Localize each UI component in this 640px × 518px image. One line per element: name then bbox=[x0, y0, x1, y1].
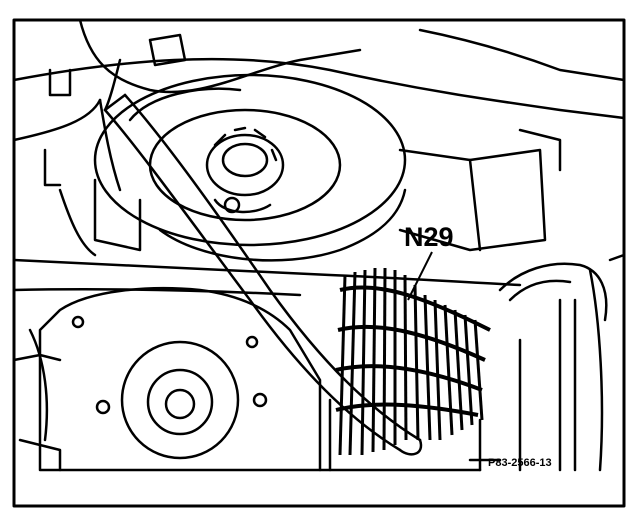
lower-cover-plate bbox=[18, 286, 322, 472]
callout-label-n29: N29 bbox=[404, 222, 454, 252]
callout-leader-line bbox=[407, 251, 433, 301]
resistor-group-n29 bbox=[335, 267, 491, 456]
blower-motor-hub bbox=[205, 126, 285, 214]
figure-reference-code: P83-2566-13 bbox=[488, 457, 552, 469]
blower-motor-housing bbox=[93, 73, 562, 262]
right-components bbox=[498, 253, 626, 472]
left-bracket bbox=[43, 68, 142, 257]
figure-border bbox=[12, 18, 626, 508]
upper-housing bbox=[12, 57, 626, 120]
